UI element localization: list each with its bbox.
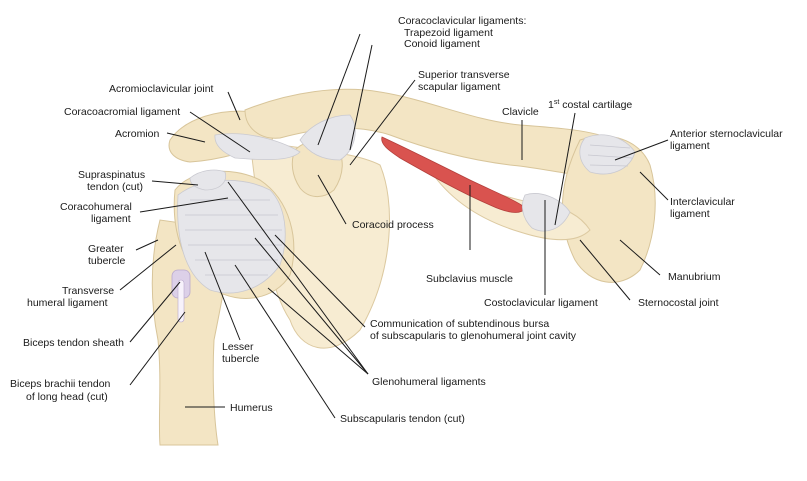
label-sternocostal: Sternocostal joint [638, 297, 719, 309]
clavicle-fibres [587, 144, 633, 167]
costoclavicular-ligament-shape [521, 193, 571, 232]
label-communication-2: of subscapularis to glenohumeral joint c… [370, 330, 577, 342]
label-manubrium: Manubrium [668, 271, 721, 283]
label-clavicle: Clavicle [502, 106, 539, 118]
label-greater-tubercle-2: tubercle [88, 255, 126, 267]
label-greater-tubercle-1: Greater [88, 243, 124, 255]
coracoacromial-ligament-shape [214, 133, 301, 161]
coracoclavicular-ligament-shape [299, 114, 356, 161]
label-conoid: Conoid ligament [404, 38, 480, 50]
label-coracoid-process: Coracoid process [352, 219, 434, 231]
leader-lines [119, 33, 669, 419]
label-glenohumeral: Glenohumeral ligaments [372, 376, 486, 388]
supraspinatus-tendon-shape [189, 169, 227, 191]
label-acromion: Acromion [115, 128, 160, 140]
label-acromioclavicular-joint: Acromioclavicular joint [109, 83, 214, 95]
label-humerus: Humerus [230, 402, 273, 414]
label-lesser-tubercle-2: tubercle [222, 353, 260, 365]
label-superior-transverse-2: scapular ligament [418, 81, 500, 93]
label-anterior-sc-1: Anterior sternoclavicular [670, 128, 783, 140]
label-transverse-humeral-1: Transverse [62, 285, 114, 297]
subclavius-muscle-shape [381, 136, 527, 213]
label-supraspinatus-2: tendon (cut) [87, 181, 143, 193]
label-communication-1: Communication of subtendinous bursa [370, 318, 549, 330]
capsule-fibres [185, 199, 282, 276]
label-coracohumeral-1: Coracohumeral [60, 201, 132, 213]
label-coracohumeral-2: ligament [91, 213, 131, 225]
label-interclavicular-2: ligament [670, 208, 710, 220]
label-costoclavicular: Costoclavicular ligament [484, 297, 598, 309]
sternoclavicular-ligament-shape [579, 134, 636, 175]
label-superior-transverse-1: Superior transverse [418, 69, 510, 81]
label-subclavius: Subclavius muscle [426, 273, 513, 285]
joint-capsule [177, 179, 286, 294]
label-subscapularis: Subscapularis tendon (cut) [340, 413, 465, 425]
label-biceps-sheath: Biceps tendon sheath [23, 337, 124, 349]
label-costal-cartilage: 1st costal cartilage [548, 99, 632, 111]
label-supraspinatus-1: Supraspinatus [78, 169, 145, 181]
label-coracoacromial: Coracoacromial ligament [64, 106, 180, 118]
label-coracoclavicular: Coracoclavicular ligaments: [398, 15, 526, 27]
label-trapezoid: Trapezoid ligament [404, 27, 493, 39]
label-interclavicular-1: Interclavicular [670, 196, 735, 208]
label-biceps-brachii-1: Biceps brachii tendon [10, 378, 111, 390]
label-transverse-humeral-2: humeral ligament [27, 297, 108, 309]
biceps-tendon-shape [177, 279, 185, 323]
label-biceps-brachii-2: of long head (cut) [26, 391, 108, 403]
label-lesser-tubercle-1: Lesser [222, 341, 254, 353]
label-anterior-sc-2: ligament [670, 140, 710, 152]
